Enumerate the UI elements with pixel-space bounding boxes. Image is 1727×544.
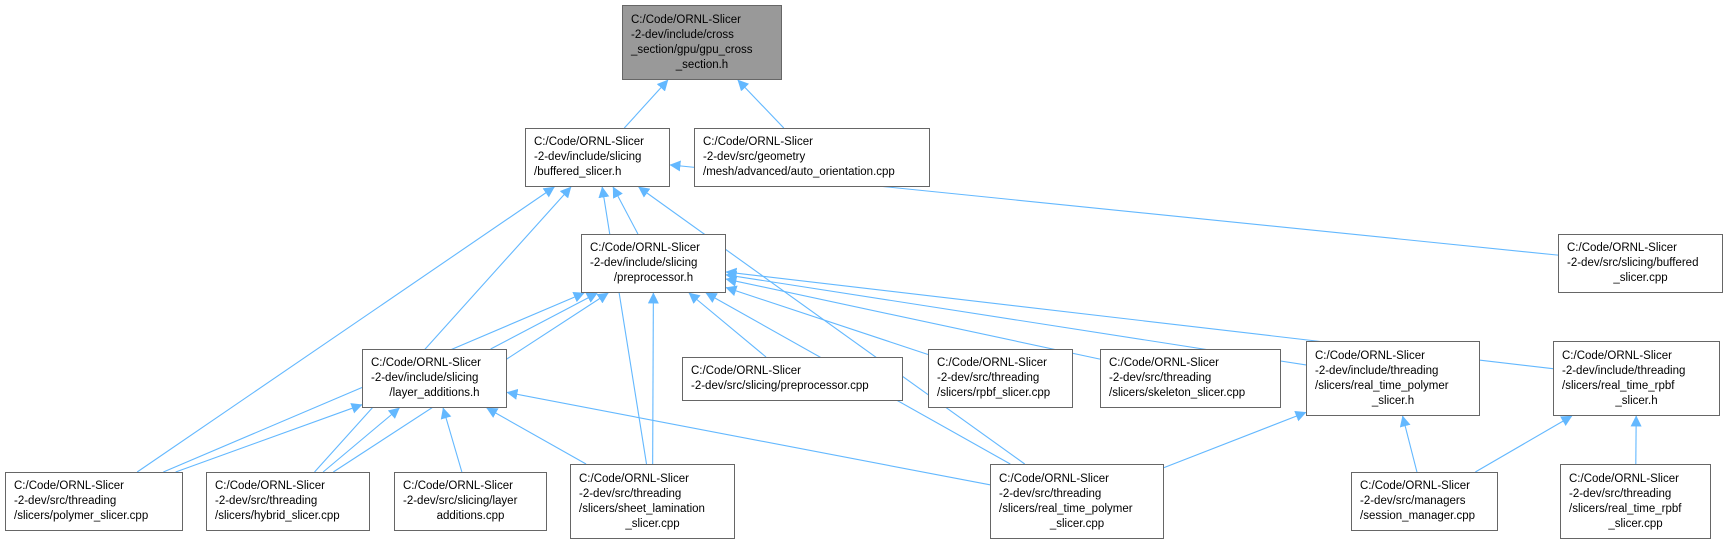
node-line: C:/Code/ORNL-Slicer xyxy=(631,13,741,26)
node-line: C:/Code/ORNL-Slicer xyxy=(215,480,325,492)
edge-buffered_slicer_h-to-gpu_cross_section_h xyxy=(623,79,669,129)
node-real-time-rpbf-slicer-h[interactable]: C:/Code/ORNL-Slicer -2-dev/include/threa… xyxy=(1553,341,1720,416)
node-line: /slicers/real_time_polymer xyxy=(999,502,1133,515)
node-line: C:/Code/ORNL-Slicer xyxy=(371,357,481,369)
edge-polymer_slicer_cpp-to-layer_additions_h xyxy=(175,403,363,473)
node-line: /slicers/sheet_lamination xyxy=(579,502,705,515)
edge-preprocessor_h-to-buffered_slicer_h xyxy=(612,186,639,235)
node-line: _slicer.cpp xyxy=(1049,517,1105,530)
node-line: -2-dev/include/slicing xyxy=(534,151,642,163)
node-line: -2-dev/src/threading xyxy=(999,487,1102,500)
node-line: -2-dev/src/threading xyxy=(579,487,682,500)
edge-auto_orientation_cpp-to-gpu_cross_section_h xyxy=(737,79,785,129)
node-line: _slicer.h xyxy=(1615,394,1658,407)
node-line: /slicers/hybrid_slicer.cpp xyxy=(215,510,340,522)
node-preprocessor-h[interactable]: C:/Code/ORNL-Slicer -2-dev/include/slici… xyxy=(581,234,726,293)
node-line: /slicers/real_time_rpbf xyxy=(1569,502,1682,515)
edge-hybrid_slicer_cpp-to-layer_additions_h xyxy=(322,407,400,473)
node-line: /mesh/advanced/auto_orientation.cpp xyxy=(703,166,895,178)
node-auto-orientation-cpp[interactable]: C:/Code/ORNL-Slicer -2-dev/src/geometry … xyxy=(694,128,930,187)
node-line: _slicer.cpp xyxy=(1613,272,1668,284)
node-line: -2-dev/src/threading xyxy=(215,495,318,507)
node-line: -2-dev/src/threading xyxy=(937,372,1040,384)
node-line: C:/Code/ORNL-Slicer xyxy=(579,472,689,485)
node-line: C:/Code/ORNL-Slicer xyxy=(703,136,813,148)
node-line: -2-dev/src/slicing/buffered xyxy=(1567,257,1699,269)
node-line: _section.h xyxy=(675,58,729,71)
node-line: /slicers/skeleton_slicer.cpp xyxy=(1109,387,1246,399)
node-real-time-rpbf-slicer-cpp[interactable]: C:/Code/ORNL-Slicer -2-dev/src/threading… xyxy=(1560,464,1711,539)
node-sheet-lamination-slicer-cpp[interactable]: C:/Code/ORNL-Slicer -2-dev/src/threading… xyxy=(570,464,735,539)
node-line: -2-dev/include/slicing xyxy=(590,257,698,269)
edge-polymer_slicer_cpp-to-buffered_slicer_h xyxy=(136,186,555,473)
node-line: /slicers/rpbf_slicer.cpp xyxy=(937,387,1051,399)
node-line: C:/Code/ORNL-Slicer xyxy=(937,357,1047,369)
node-line: C:/Code/ORNL-Slicer xyxy=(999,472,1109,485)
edge-session_manager_cpp-to-real_time_rpbf_slicer_h xyxy=(1475,415,1573,473)
edge-real_time_polymer_slicer_cpp-to-layer_additions_h xyxy=(506,388,991,486)
node-line: C:/Code/ORNL-Slicer xyxy=(1569,472,1679,485)
node-line: /session_manager.cpp xyxy=(1360,510,1476,522)
node-line: C:/Code/ORNL-Slicer xyxy=(1567,242,1677,254)
node-line: -2-dev/include/cross xyxy=(631,28,734,41)
node-line: -2-dev/src/slicing/layer xyxy=(403,495,518,507)
node-real-time-polymer-slicer-h[interactable]: C:/Code/ORNL-Slicer -2-dev/include/threa… xyxy=(1306,341,1480,416)
node-layer-additions-cpp[interactable]: C:/Code/ORNL-Slicer -2-dev/src/slicing/l… xyxy=(394,472,547,531)
node-line: _slicer.cpp xyxy=(625,517,680,530)
node-line: -2-dev/src/threading xyxy=(1109,372,1212,384)
edge-sheet_lamination_slicer_cpp-to-buffered_slicer_h xyxy=(598,186,648,465)
node-preprocessor-cpp[interactable]: C:/Code/ORNL-Slicer -2-dev/src/slicing/p… xyxy=(682,357,903,401)
node-gpu-cross-section-h: C:/Code/ORNL-Slicer -2-dev/include/cross… xyxy=(622,5,782,80)
node-line: additions.cpp xyxy=(436,510,505,522)
node-line: C:/Code/ORNL-Slicer xyxy=(1360,480,1470,492)
node-line: -2-dev/src/geometry xyxy=(703,151,806,163)
edge-rpbf_slicer_cpp-to-preprocessor_h xyxy=(725,285,929,355)
node-line: /preprocessor.h xyxy=(613,272,694,284)
node-line: /slicers/real_time_polymer xyxy=(1315,379,1449,392)
edge-real_time_polymer_slicer_cpp-to-buffered_slicer_h xyxy=(638,186,1026,465)
node-line: _slicer.h xyxy=(1371,394,1415,407)
edge-layer_additions_cpp-to-layer_additions_h xyxy=(440,407,463,473)
node-line: -2-dev/include/threading xyxy=(1315,364,1439,377)
edge-layer_additions_h-to-preprocessor_h xyxy=(490,292,598,350)
node-line: _section/gpu/gpu_cross xyxy=(631,43,753,56)
node-line: -2-dev/src/managers xyxy=(1360,495,1466,507)
node-line: C:/Code/ORNL-Slicer xyxy=(1109,357,1219,369)
edge-skeleton_slicer_cpp-to-preprocessor_h xyxy=(725,275,1101,360)
node-skeleton-slicer-cpp[interactable]: C:/Code/ORNL-Slicer -2-dev/src/threading… xyxy=(1100,349,1281,408)
node-line: -2-dev/src/slicing/preprocessor.cpp xyxy=(691,380,869,392)
edge-hybrid_slicer_cpp-to-buffered_slicer_h xyxy=(314,186,572,473)
node-line: /slicers/polymer_slicer.cpp xyxy=(14,510,149,522)
node-real-time-polymer-slicer-cpp[interactable]: C:/Code/ORNL-Slicer -2-dev/src/threading… xyxy=(990,464,1164,539)
node-line: -2-dev/include/threading xyxy=(1562,364,1686,377)
node-buffered-slicer-cpp[interactable]: C:/Code/ORNL-Slicer -2-dev/src/slicing/b… xyxy=(1558,234,1723,293)
node-line: C:/Code/ORNL-Slicer xyxy=(403,480,513,492)
node-line: /layer_additions.h xyxy=(389,387,480,399)
node-line: C:/Code/ORNL-Slicer xyxy=(590,242,700,254)
node-line: _slicer.cpp xyxy=(1608,517,1663,530)
node-polymer-slicer-cpp[interactable]: C:/Code/ORNL-Slicer -2-dev/src/threading… xyxy=(5,472,183,531)
node-line: -2-dev/src/threading xyxy=(14,495,117,507)
node-line: C:/Code/ORNL-Slicer xyxy=(14,480,124,492)
node-line: C:/Code/ORNL-Slicer xyxy=(1562,349,1672,362)
node-rpbf-slicer-cpp[interactable]: C:/Code/ORNL-Slicer -2-dev/src/threading… xyxy=(928,349,1073,408)
edge-preprocessor_cpp-to-preprocessor_h xyxy=(688,292,767,358)
node-line: C:/Code/ORNL-Slicer xyxy=(534,136,644,148)
node-line: C:/Code/ORNL-Slicer xyxy=(1315,349,1425,362)
edge-sheet_lamination_slicer_cpp-to-preprocessor_h xyxy=(647,292,659,465)
edge-sheet_lamination_slicer_cpp-to-layer_additions_h xyxy=(486,407,587,465)
node-hybrid-slicer-cpp[interactable]: C:/Code/ORNL-Slicer -2-dev/src/threading… xyxy=(206,472,370,531)
node-line: -2-dev/include/slicing xyxy=(371,372,479,384)
node-session-manager-cpp[interactable]: C:/Code/ORNL-Slicer -2-dev/src/managers … xyxy=(1351,472,1498,531)
node-line: C:/Code/ORNL-Slicer xyxy=(691,365,801,377)
node-line: /buffered_slicer.h xyxy=(534,166,622,178)
node-buffered-slicer-h[interactable]: C:/Code/ORNL-Slicer -2-dev/include/slici… xyxy=(525,128,670,187)
node-line: -2-dev/src/threading xyxy=(1569,487,1672,500)
edge-session_manager_cpp-to-real_time_polymer_slicer_h xyxy=(1399,415,1418,473)
node-line: /slicers/real_time_rpbf xyxy=(1562,379,1675,392)
edge-real_time_polymer_slicer_cpp-to-real_time_polymer_slicer_h xyxy=(1163,411,1307,469)
node-layer-additions-h[interactable]: C:/Code/ORNL-Slicer -2-dev/include/slici… xyxy=(362,349,507,408)
